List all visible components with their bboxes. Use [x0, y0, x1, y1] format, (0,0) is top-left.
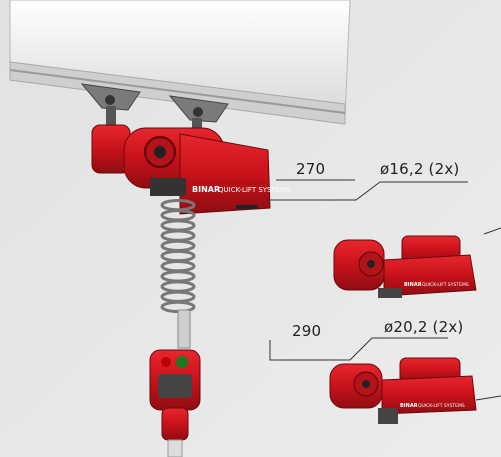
- coiled-cable: [160, 198, 196, 314]
- hoist-unit-variant-lower: [329, 357, 477, 424]
- rail-trolley: [80, 83, 229, 136]
- product-label-upper: QUICK-LIFT SYSTEMS: [422, 282, 469, 288]
- dimension-lines: [266, 179, 501, 401]
- control-handle: [149, 309, 201, 457]
- dim-lower-diameter-label: ø20,2 (2x): [384, 318, 464, 336]
- brand-label-main: BINAR: [192, 185, 220, 194]
- product-label-main: QUICK-LIFT SYSTEMS: [218, 186, 291, 194]
- dim-upper-length-label: 270: [296, 160, 326, 178]
- hoist-unit-main: [91, 124, 271, 215]
- dim-upper-diameter-label: ø16,2 (2x): [380, 160, 460, 178]
- dim-lower-length-label: 290: [292, 322, 322, 340]
- brand-label-upper: BINAR: [404, 282, 422, 288]
- brand-label-lower: BINAR: [400, 403, 418, 409]
- hoist-unit-variant-upper: [333, 235, 477, 298]
- product-label-lower: QUICK-LIFT SYSTEMS: [418, 403, 465, 409]
